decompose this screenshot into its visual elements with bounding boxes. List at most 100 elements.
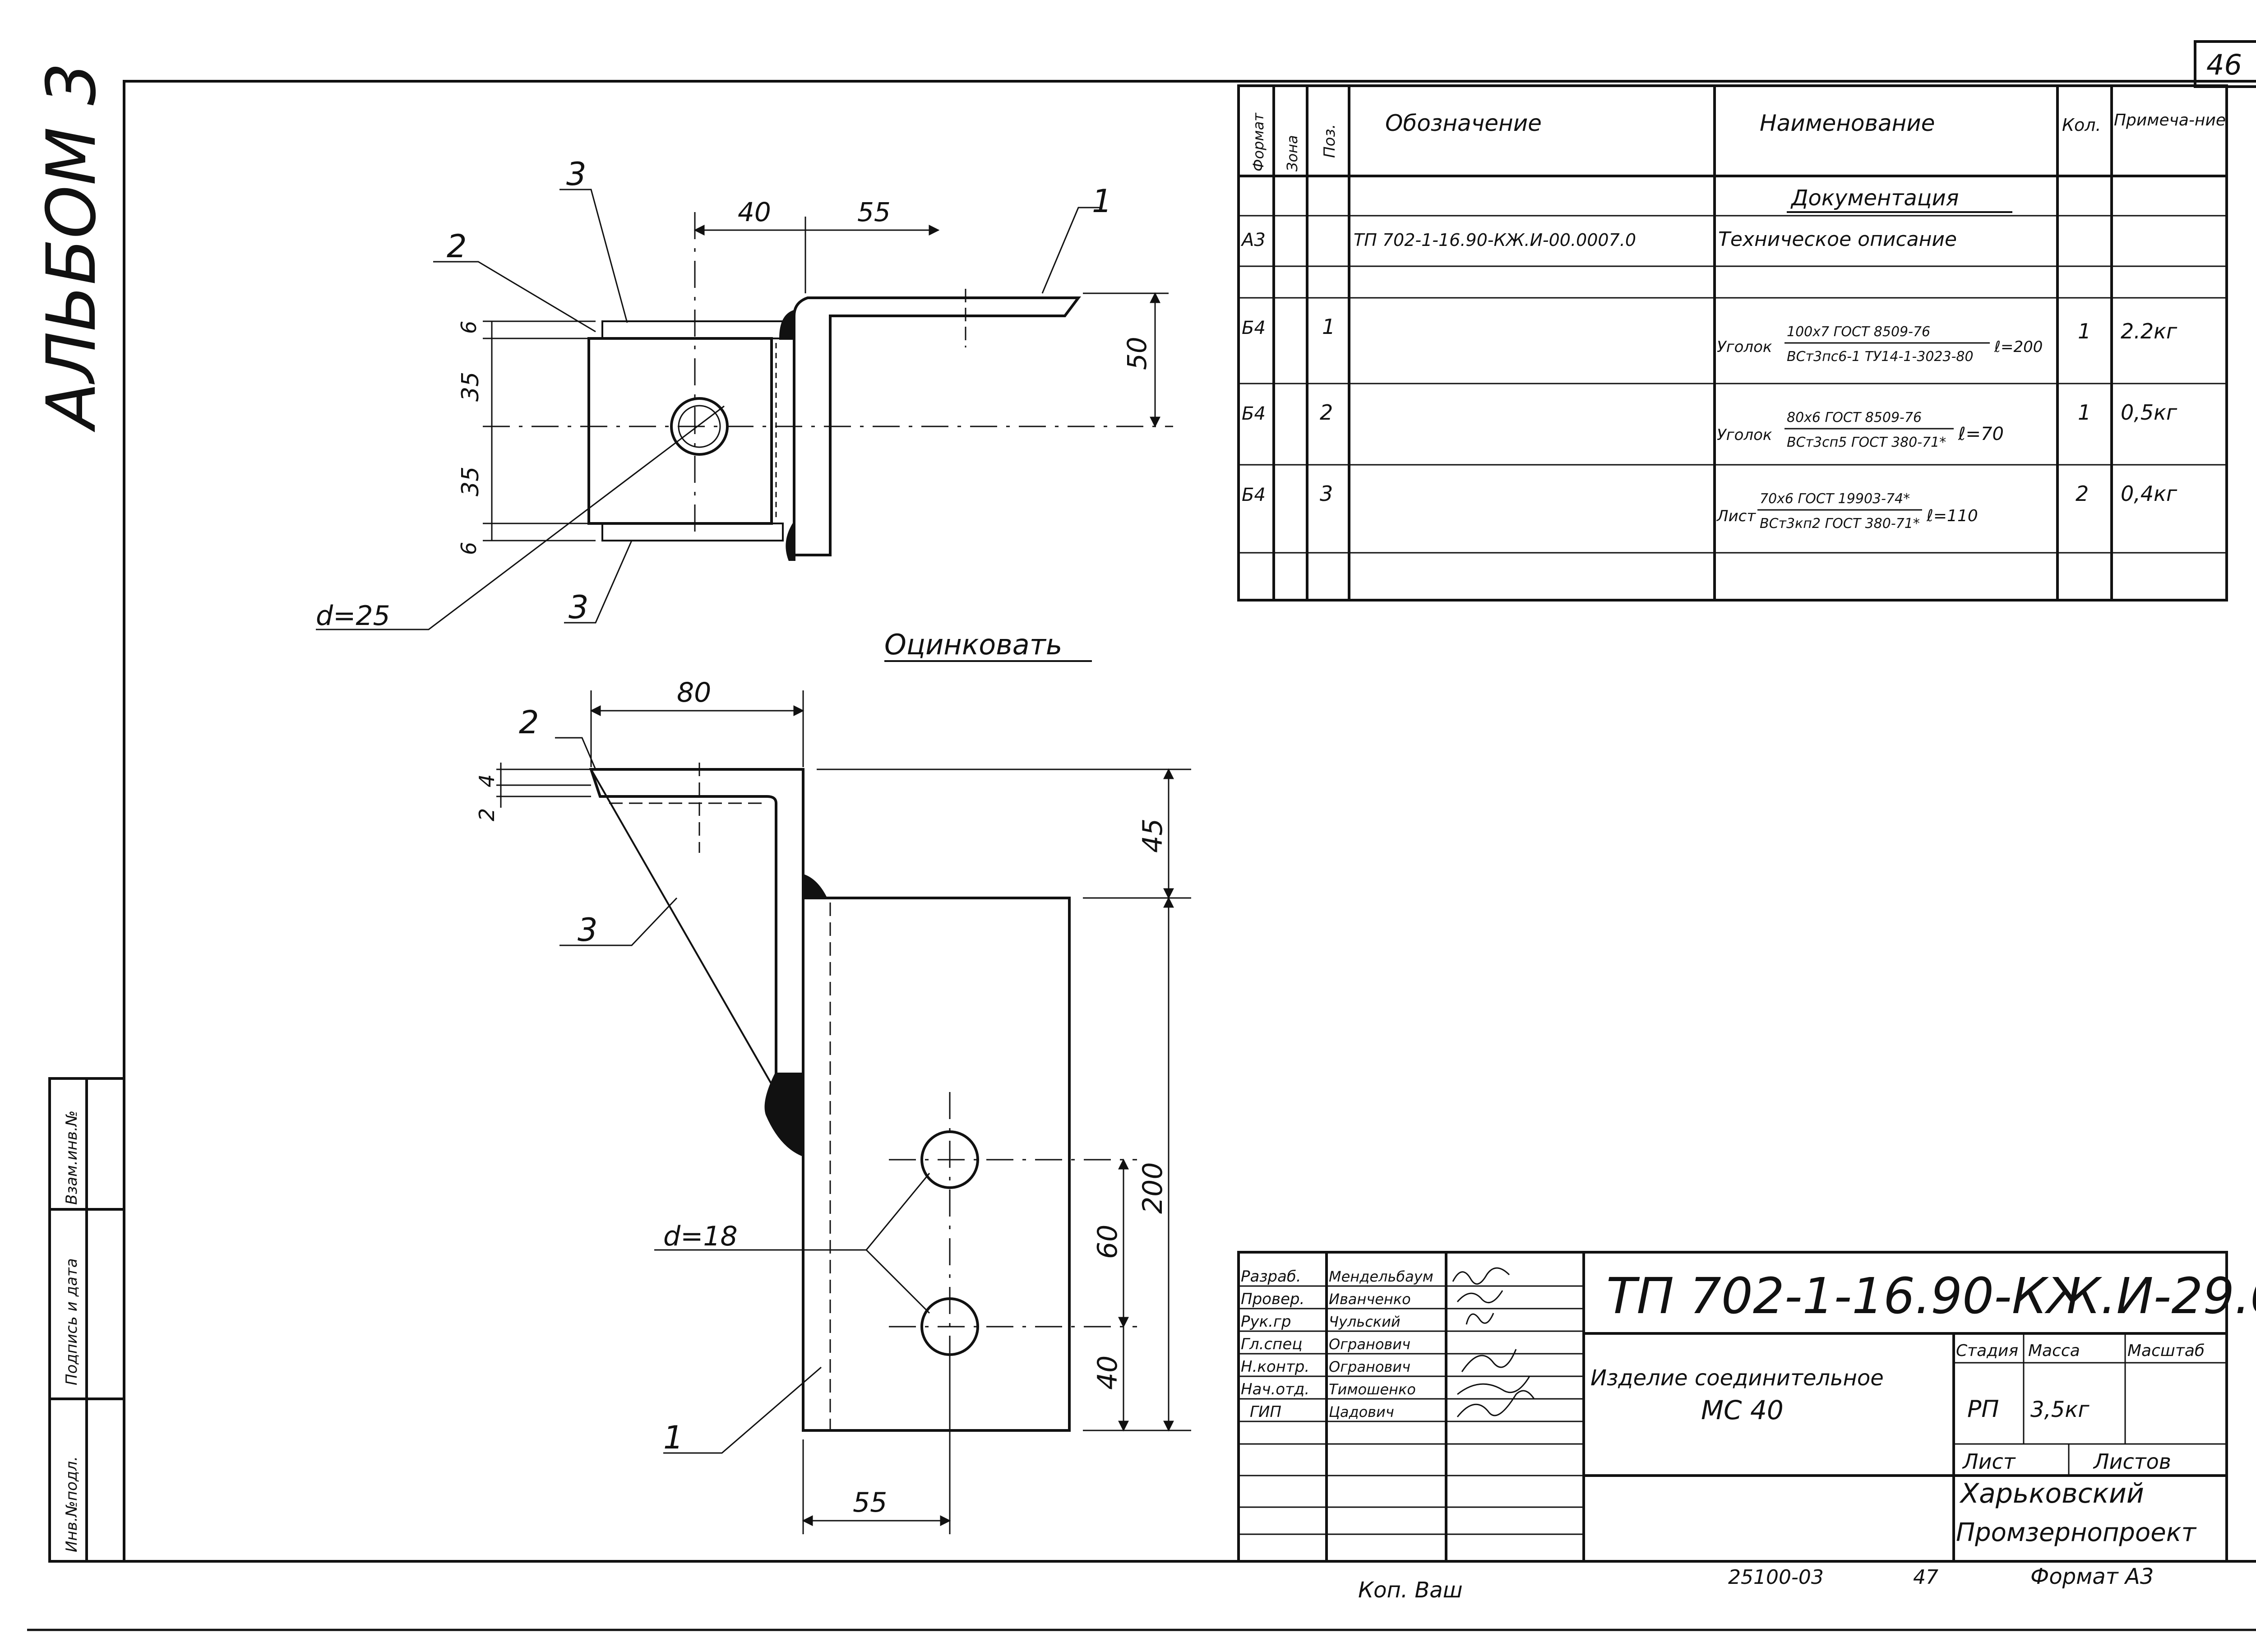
role-5: Нач.отд. — [1241, 1380, 1309, 1398]
top-view: 40 55 50 6 35 35 6 1 2 3 3 d=25 — [316, 156, 1173, 632]
hole-d18-label: d=18 — [663, 1221, 738, 1252]
pos1-top: 1 — [1092, 183, 1112, 220]
title-block-grid — [1237, 1251, 2228, 1563]
product-title-line2: МС 40 — [1701, 1395, 1784, 1425]
drawing-code: ТП 702-1-16.90-КЖ.И-29.000 — [1606, 1267, 2256, 1325]
spec-headers: Формат Зона Поз. Обозначение Наименовани… — [1250, 110, 2226, 171]
footer-copied: Коп. Ваш — [1358, 1578, 1463, 1603]
angle-pos2 — [589, 768, 804, 1116]
dim-45: 45 — [1137, 819, 1169, 853]
hdr-pos: Поз. — [1321, 124, 1339, 158]
pos3-top-a: 3 — [566, 156, 587, 193]
row2-name-prefix: Уголок — [1717, 426, 1772, 444]
stage-value: РП — [1967, 1396, 1999, 1423]
side-inv-no: Инв.№подл. — [63, 1456, 81, 1552]
weld-top — [779, 309, 795, 340]
sheets-label: Листов — [2093, 1449, 2171, 1474]
doc-name: Техническое описание — [1718, 228, 1957, 251]
hole-d25-label: d=25 — [316, 600, 390, 632]
scale-label: Масштаб — [2127, 1342, 2205, 1360]
row1-name-prefix: Уголок — [1717, 338, 1772, 356]
hdr-name: Наименование — [1760, 110, 1935, 136]
row2-note: 0,5кг — [2121, 400, 2177, 425]
name-2: Чульский — [1329, 1313, 1401, 1330]
row3-name-prefix: Лист — [1716, 507, 1756, 525]
spec-table-grid — [1237, 84, 2228, 602]
side-replace-inv: Взам.инв.№ — [63, 1111, 81, 1205]
row1-name-bottom: ВСт3пс6-1 ТУ14-1-3023-80 — [1787, 349, 1974, 365]
row2-pos: 2 — [1320, 400, 1333, 425]
pos1-front: 1 — [663, 1419, 684, 1456]
name-3: Огранович — [1329, 1336, 1410, 1353]
sheet-label: Лист — [1962, 1449, 2016, 1474]
album-label: АЛЬБОМ 3 — [32, 62, 111, 432]
stage-label: Стадия — [1956, 1342, 2018, 1360]
pos2-front: 2 — [519, 704, 539, 741]
sheet-number-box — [2194, 40, 2256, 88]
name-0: Мендельбаум — [1329, 1268, 1433, 1285]
row3-length: ℓ=110 — [1926, 507, 1978, 525]
dim-55-front: 55 — [853, 1487, 887, 1518]
spec-row-3: Б4 3 Лист 70х6 ГОСТ 19903-74* ВСт3кп2 ГО… — [1242, 481, 2177, 532]
row3-name-bottom: ВСт3кп2 ГОСТ 380-71* — [1760, 516, 1920, 532]
hdr-format: Формат — [1250, 112, 1267, 171]
mass-label: Масса — [2028, 1342, 2080, 1360]
zinc-note: Оцинковать — [884, 628, 1062, 661]
front-view: 80 4 2 45 200 60 40 55 d=18 1 2 3 — [475, 677, 1191, 1534]
row3-qty: 2 — [2076, 481, 2089, 506]
pos2-top: 2 — [447, 228, 467, 265]
sheet-frame — [123, 80, 2256, 1563]
angle-pos1-front — [802, 897, 1071, 1432]
dim-35-bottom: 35 — [457, 467, 484, 496]
dim-50: 50 — [1122, 337, 1152, 370]
side-stamp — [48, 1077, 125, 1563]
row2-qty: 1 — [2078, 400, 2091, 425]
hdr-note: Примеча-ние — [2113, 111, 2226, 130]
row2-length: ℓ=70 — [1958, 424, 2004, 444]
signatures — [1452, 1267, 1535, 1417]
row3-pos: 3 — [1320, 481, 1333, 506]
product-title-line1: Изделие соединительное — [1590, 1365, 1884, 1391]
org-line2: Промзернопроект — [1956, 1518, 2197, 1547]
row2-format: Б4 — [1242, 403, 1266, 424]
doc-format: А3 — [1240, 230, 1266, 250]
dim-80: 80 — [677, 677, 711, 708]
row1-note: 2.2кг — [2121, 319, 2177, 343]
dim-40-front: 40 — [1092, 1356, 1123, 1390]
dim-35-top: 35 — [457, 372, 484, 402]
row1-length: ℓ=200 — [1994, 338, 2043, 356]
role-3: Гл.спец — [1241, 1335, 1302, 1353]
hdr-zone: Зона — [1284, 135, 1301, 171]
org-line1: Харьковский — [1959, 1478, 2144, 1509]
row2-name-bottom: ВСт3сп5 ГОСТ 380-71* — [1787, 435, 1946, 450]
spec-row-2: Б4 2 Уголок 80х6 ГОСТ 8509-76 ВСт3сп5 ГО… — [1242, 400, 2177, 450]
row3-note: 0,4кг — [2121, 481, 2177, 506]
row2-name-top: 80х6 ГОСТ 8509-76 — [1787, 410, 1922, 426]
role-1: Провер. — [1241, 1290, 1304, 1308]
name-6: Цадович — [1329, 1403, 1394, 1421]
row3-name-top: 70х6 ГОСТ 19903-74* — [1760, 491, 1910, 507]
dim-60: 60 — [1092, 1225, 1123, 1259]
sheet-number: 46 — [2206, 48, 2242, 81]
spec-section-documentation: Документация — [1790, 185, 1959, 211]
title-block-staff: Разраб. Провер. Рук.гр Гл.спец Н.контр. … — [1241, 1268, 1433, 1421]
pos3-top-b: 3 — [569, 589, 589, 626]
footer-page: 47 — [1913, 1566, 1938, 1589]
weld-front-top — [802, 873, 828, 899]
hdr-qty: Кол. — [2062, 115, 2101, 135]
plate-pos3-top — [601, 320, 784, 339]
row1-format: Б4 — [1242, 318, 1266, 338]
row1-name-top: 100х7 ГОСТ 8509-76 — [1787, 324, 1930, 340]
dim-4: 4 — [475, 774, 499, 787]
role-0: Разраб. — [1241, 1268, 1301, 1286]
role-6: ГИП — [1250, 1403, 1281, 1421]
dim-200: 200 — [1137, 1162, 1169, 1214]
dim-55: 55 — [857, 197, 891, 227]
dim-2: 2 — [475, 808, 499, 821]
name-1: Иванченко — [1329, 1291, 1411, 1308]
mass-value: 3,5кг — [2030, 1397, 2090, 1422]
dim-40: 40 — [738, 197, 771, 227]
role-2: Рук.гр — [1241, 1313, 1291, 1331]
plate-pos2 — [587, 337, 773, 525]
